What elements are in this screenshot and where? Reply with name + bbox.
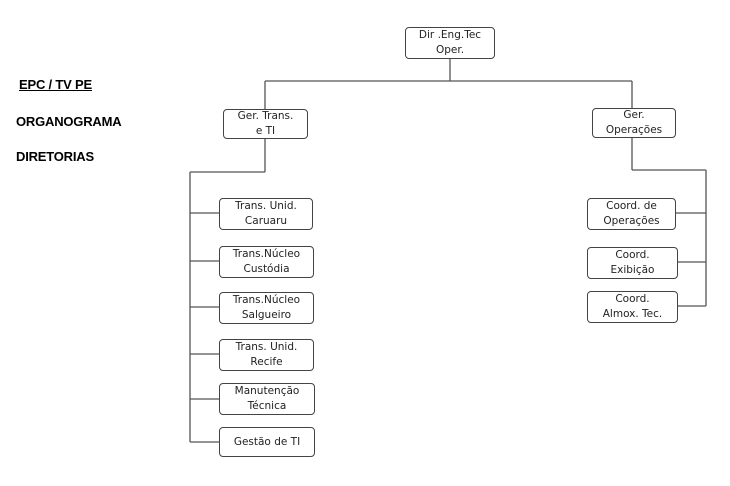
header-company: EPC / TV PE [19, 77, 92, 92]
org-node-root: Dir .Eng.Tec Oper. [405, 27, 495, 59]
header-diretorias: DIRETORIAS [16, 149, 94, 164]
org-node-right-unit: Coord. de Operações [587, 198, 676, 230]
org-node-right-manager: Ger. Operações [592, 108, 676, 138]
org-node-left-unit: Trans.Núcleo Salgueiro [219, 292, 314, 324]
org-node-left-unit: Manutenção Técnica [219, 383, 315, 415]
org-node-left-unit: Gestão de TI [219, 427, 315, 457]
org-node-left-unit: Trans.Núcleo Custódia [219, 246, 314, 278]
org-node-right-unit: Coord. Exibição [587, 247, 678, 279]
header-organograma: ORGANOGRAMA [16, 114, 122, 129]
org-node-left-unit: Trans. Unid. Caruaru [219, 198, 313, 230]
org-node-left-manager: Ger. Trans. e TI [223, 109, 308, 139]
org-node-left-unit: Trans. Unid. Recife [219, 339, 314, 371]
org-node-right-unit: Coord. Almox. Tec. [587, 291, 678, 323]
